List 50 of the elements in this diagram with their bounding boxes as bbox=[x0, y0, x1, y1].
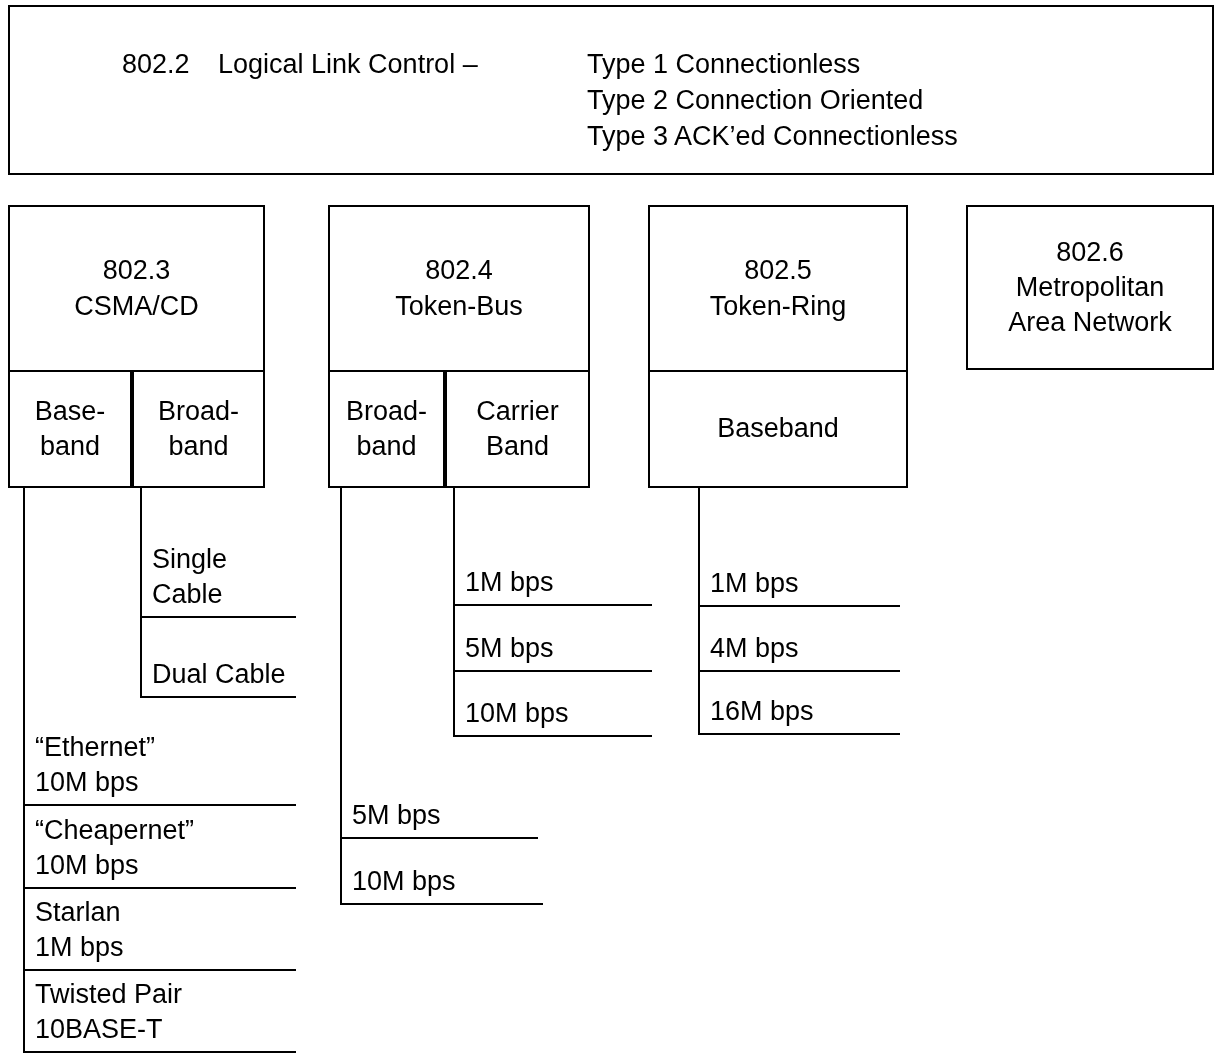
entry-text: Single Cable bbox=[152, 542, 229, 611]
media-box bbox=[328, 370, 445, 488]
standard-name: Token-Ring bbox=[709, 289, 847, 323]
service-type: Type 3 ACK’ed Connectionless bbox=[587, 120, 958, 153]
connector-line bbox=[340, 487, 342, 906]
connector-line bbox=[453, 487, 455, 738]
media-type: Broad-band bbox=[344, 394, 428, 463]
media-type: Broad-band bbox=[156, 394, 240, 463]
entry-text: 10BASE-T bbox=[35, 1012, 164, 1046]
media-box bbox=[132, 370, 265, 488]
standard-box bbox=[648, 205, 908, 488]
entry-text: 5M bps bbox=[352, 798, 442, 832]
entry-text: 4M bps bbox=[710, 631, 800, 665]
entry-text: 10M bps bbox=[35, 848, 140, 882]
entry-text: 1M bps bbox=[35, 930, 125, 964]
media-box bbox=[445, 370, 590, 488]
media-box bbox=[8, 370, 132, 488]
entry-text: “Ethernet” bbox=[35, 730, 157, 764]
media-type: Base-band bbox=[33, 394, 107, 463]
standard-name: CSMA/CD bbox=[74, 289, 199, 323]
protocol-layer-box bbox=[8, 5, 1214, 175]
standard-box bbox=[328, 205, 590, 488]
entry-text: 1M bps bbox=[465, 565, 555, 599]
entry-text: 10M bps bbox=[35, 765, 140, 799]
standard-number: 802.5 bbox=[744, 254, 812, 288]
entry-text: “Cheapernet” bbox=[35, 813, 196, 847]
standard-number: 802.4 bbox=[425, 254, 493, 288]
standard-box bbox=[8, 205, 265, 488]
standard-number: 802.6 bbox=[1056, 235, 1124, 269]
entry-text: 5M bps bbox=[465, 631, 555, 665]
entry-text: 1M bps bbox=[710, 566, 800, 600]
entry-text: Twisted Pair bbox=[35, 977, 184, 1011]
standard-box bbox=[966, 205, 1214, 370]
entry-text: 10M bps bbox=[465, 696, 570, 730]
connector-line bbox=[23, 487, 25, 1054]
service-type: Type 1 Connectionless bbox=[587, 48, 861, 81]
standard-name: Metropolitan Area Network bbox=[1007, 270, 1173, 340]
standard-name: Token-Bus bbox=[395, 289, 523, 323]
entry-text: 16M bps bbox=[710, 694, 815, 728]
media-type: Carrier Band bbox=[475, 394, 560, 463]
connector-line bbox=[140, 487, 142, 699]
entry-text: Dual Cable bbox=[152, 657, 287, 691]
entry-text: 10M bps bbox=[352, 864, 457, 898]
standard-number: 802.2 bbox=[122, 48, 190, 81]
service-type: Type 2 Connection Oriented bbox=[587, 84, 924, 117]
entry-text: Starlan bbox=[35, 895, 122, 929]
media-type: Baseband bbox=[717, 412, 839, 446]
standard-number: 802.3 bbox=[102, 254, 171, 288]
connector-line bbox=[698, 487, 700, 736]
layer-name: Logical Link Control – bbox=[218, 48, 478, 81]
